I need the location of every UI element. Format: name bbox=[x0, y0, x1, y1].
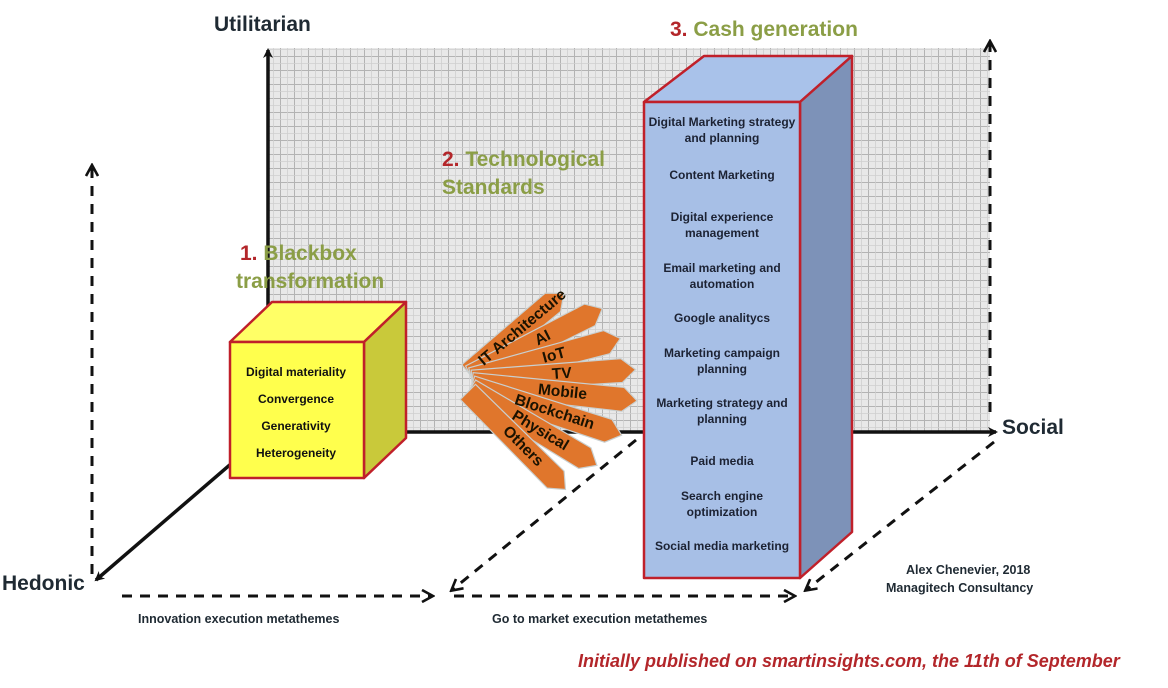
cash-item: Marketing campaign planning bbox=[663, 346, 781, 376]
tech-title-line1: 2. Technological bbox=[442, 146, 605, 174]
cash-column bbox=[642, 54, 854, 580]
cash-item: Digital Marketing strategy and planning bbox=[648, 115, 796, 145]
utilitarian-label: Utilitarian bbox=[214, 13, 311, 36]
innovation-caption: Innovation execution metathemes bbox=[138, 612, 340, 626]
technology-ray bbox=[467, 375, 623, 443]
technology-ray bbox=[459, 383, 567, 491]
credit-company: Managitech Consultancy bbox=[886, 581, 1034, 595]
blackbox-cube bbox=[228, 300, 408, 480]
blackbox-item: Convergence bbox=[257, 392, 335, 406]
technology-ray bbox=[470, 372, 638, 412]
publication-note: Initially published on smartinsights.com… bbox=[578, 651, 1120, 671]
blackbox-title-line2: transformation bbox=[236, 270, 385, 293]
blackbox-item: Generativity bbox=[261, 419, 331, 433]
technology-rays bbox=[459, 292, 638, 491]
cash-item: Email marketing and automation bbox=[663, 261, 781, 291]
cash-item: Digital experience management bbox=[670, 210, 774, 240]
technology-ray bbox=[463, 379, 598, 470]
cash-item: Google analitycs bbox=[673, 311, 771, 325]
hedonic-label: Hedonic bbox=[2, 572, 85, 595]
blackbox-item: Heterogeneity bbox=[255, 446, 337, 460]
go-to-market-caption: Go to market execution metathemes bbox=[492, 612, 708, 626]
dashed-guides bbox=[92, 42, 994, 596]
tech-title: Technological bbox=[465, 148, 605, 171]
cash-item: Marketing strategy and planning bbox=[656, 396, 788, 426]
cash-item: Social media marketing bbox=[654, 539, 790, 553]
blackbox-number: 1. bbox=[240, 242, 258, 265]
blackbox-item: Digital materiality bbox=[245, 365, 347, 379]
cash-title: Cash generation bbox=[693, 18, 858, 41]
blackbox-title: Blackbox bbox=[263, 242, 357, 265]
blackbox-items: Digital materiality Convergence Generati… bbox=[232, 362, 360, 470]
tech-title-line2: Standards bbox=[442, 176, 545, 199]
cash-item: Search engine optimization bbox=[680, 489, 764, 519]
cash-item: Content Marketing bbox=[669, 168, 775, 182]
cash-number: 3. bbox=[670, 18, 688, 41]
blackbox-title-line1: 1. Blackbox bbox=[240, 240, 357, 268]
cash-title-line: 3. Cash generation bbox=[670, 16, 858, 44]
tech-number: 2. bbox=[442, 148, 460, 171]
credit-author: Alex Chenevier, 2018 bbox=[906, 563, 1031, 577]
technology-ray-label: TV bbox=[551, 365, 573, 384]
cash-item: Paid media bbox=[690, 454, 754, 468]
social-label: Social bbox=[1002, 416, 1064, 439]
